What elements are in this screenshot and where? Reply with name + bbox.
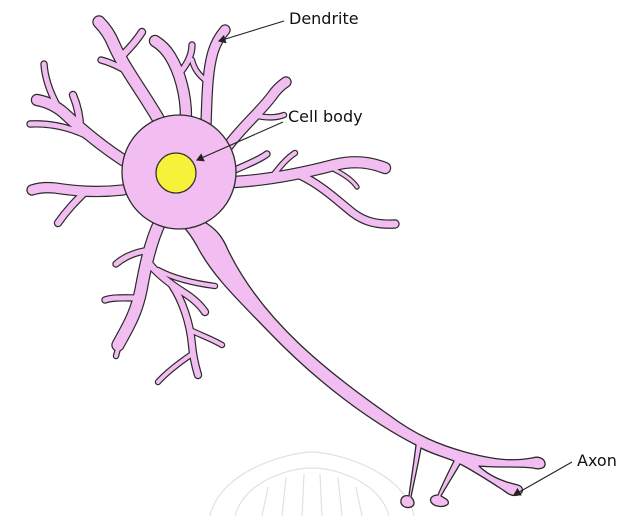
dendrite-left-mid — [32, 188, 123, 192]
axon-label: Axon — [577, 451, 617, 470]
dendrite-right-upper-twig — [257, 115, 284, 117]
dendrite-lower-left — [118, 222, 160, 345]
dendrite-right-long-fork — [300, 175, 395, 224]
dendrite-up-left-fork — [120, 32, 142, 58]
dendrite-label: Dendrite — [289, 9, 359, 28]
dendrite-lower-left-h — [158, 354, 192, 382]
nucleus — [156, 153, 196, 193]
seal-watermark-icon — [210, 452, 414, 516]
dendrite-left-mid-fork — [58, 192, 85, 223]
dendrite-lower-left-d — [105, 298, 142, 300]
cell-body-label: Cell body — [288, 107, 363, 126]
dendrite-right-short — [235, 154, 267, 170]
